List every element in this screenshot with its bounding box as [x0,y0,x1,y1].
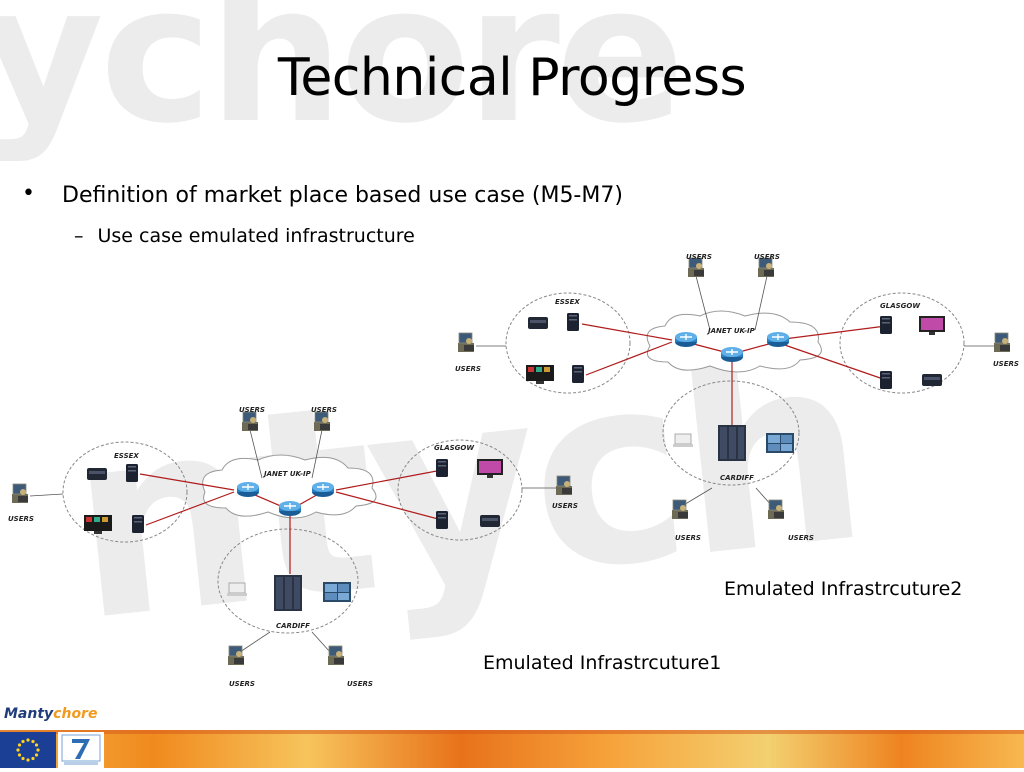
glasgow-cluster-2 [839,292,965,394]
server-icon [567,313,579,331]
eu-flag-icon [0,732,56,768]
user-icon [993,332,1011,353]
user-icon [227,645,245,666]
server-icon [880,316,892,334]
caption-infrastructure-1: Emulated Infrastrcuture1 [483,652,722,674]
storage-icon [87,468,107,480]
glasgow-label: GLASGOW [880,302,920,310]
monitor-icon [84,515,112,534]
user-icon [457,332,475,353]
server-icon [880,371,892,389]
bullet-2: –Use case emulated infrastructure [74,225,415,247]
monitor-icon [477,459,503,478]
cardiff-cluster-2 [662,380,800,486]
janet-cloud-2 [646,310,822,373]
monitor-icon [526,365,554,384]
monitor-icon [919,316,945,335]
router-icon [720,346,744,363]
router-icon [674,331,698,348]
cardiff-label: CARDIFF [276,622,310,630]
slide-title: Technical Progress [277,48,747,108]
router-icon [311,481,335,498]
bullet-dot: • [22,181,35,206]
user-icon [313,411,331,432]
user-icon [241,411,259,432]
users-label: USERS [311,406,337,414]
display-icon [323,582,351,602]
essex-cluster-1 [62,441,188,543]
users-label: USERS [686,253,712,261]
user-links-1 [29,429,556,653]
diagram-infrastructure-2: ESSEX GLASGOW JANET UK-IP CARDIFF USERS … [455,253,1019,542]
laptop-icon [672,433,694,448]
fp7-logo-icon [58,732,104,768]
cardiff-cluster-1 [217,528,359,634]
users-label: USERS [455,365,481,373]
users-label: USERS [788,534,814,542]
storage-icon [922,374,942,386]
rack-icon [718,425,746,461]
users-label: USERS [552,502,578,510]
bullet-dash: – [74,225,84,247]
rack-icon [274,575,302,611]
users-label: USERS [993,360,1019,368]
bullet-2-text: Use case emulated infrastructure [97,225,415,247]
links-1 [139,469,443,574]
essex-label: ESSEX [114,452,139,460]
server-icon [572,365,584,383]
router-icon [278,500,302,517]
user-links-2 [476,275,994,507]
users-label: USERS [675,534,701,542]
users-label: USERS [347,680,373,688]
user-icon [767,499,785,520]
user-icon [671,499,689,520]
users-label: USERS [8,515,34,523]
janet-cloud-1 [202,454,377,519]
mantychore-logo: Mantychore [4,706,98,722]
display-icon [766,433,794,453]
laptop-icon [226,582,248,597]
janet-label: JANET UK-IP [706,327,756,335]
essex-cluster-2 [505,292,631,394]
server-icon [132,515,144,533]
user-icon [555,475,573,496]
storage-icon [480,515,500,527]
essex-label: ESSEX [555,298,580,306]
caption-infrastructure-2: Emulated Infrastrcuture2 [724,578,963,600]
diagram-infrastructure-1: ESSEX GLASGOW JANET UK-IP CARDIFF USERS … [8,406,578,688]
user-icon [327,645,345,666]
janet-label: JANET UK-IP [262,470,312,478]
user-icon [11,483,29,504]
storage-icon [528,317,548,329]
cardiff-label: CARDIFF [720,474,754,482]
users-label: USERS [239,406,265,414]
glasgow-cluster-1 [397,439,523,541]
router-icon [766,331,790,348]
users-label: USERS [229,680,255,688]
router-icon [236,481,260,498]
server-icon [436,511,448,529]
server-icon [126,464,138,482]
users-label: USERS [754,253,780,261]
server-icon [436,459,448,477]
bullet-1-text: Definition of market place based use cas… [62,183,623,208]
footer-band [0,730,1024,768]
glasgow-label: GLASGOW [434,444,474,452]
